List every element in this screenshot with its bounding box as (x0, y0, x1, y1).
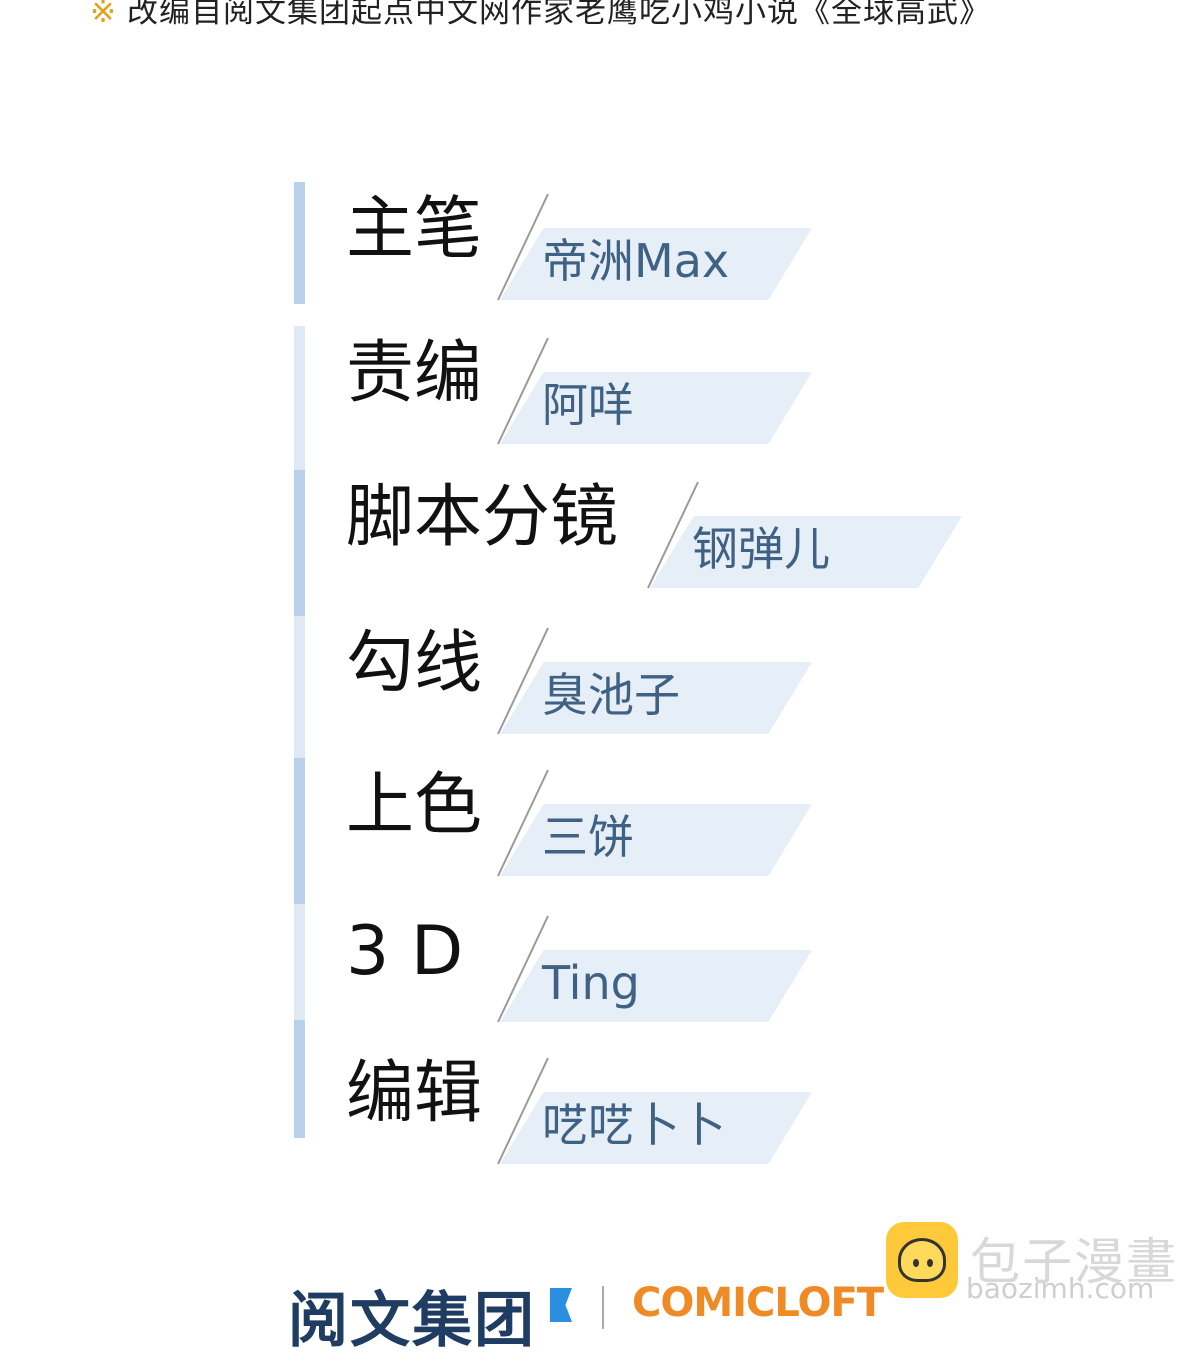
credit-bar-segment (294, 616, 305, 760)
credit-role: 上色 (346, 766, 483, 845)
credit-row: 上色三饼 (0, 758, 1200, 898)
credit-role: 勾线 (346, 624, 483, 703)
credit-row: 主笔帝洲Max (0, 182, 1200, 322)
slash-divider (497, 337, 549, 445)
credit-row: 勾线臭池子 (0, 616, 1200, 756)
adaptation-notice: ※ 改编自阅文集团起点中文网作家老鹰吃小鸡小说《全球高武》 (90, 0, 1150, 31)
name-tag-background (500, 950, 812, 1022)
credit-bar-segment (294, 758, 305, 904)
credit-name: Ting (542, 956, 640, 1010)
name-tag-background (500, 228, 812, 300)
name-tag-background (500, 804, 812, 876)
credit-role: 编辑 (346, 1054, 483, 1133)
slash-divider (647, 481, 699, 589)
credit-name: 帝洲Max (542, 234, 730, 288)
watermark-title: 包子漫畫 (970, 1233, 1178, 1291)
adaptation-notice-text: 改编自阅文集团起点中文网作家老鹰吃小鸡小说《全球高武》 (126, 0, 991, 30)
credit-name: 三饼 (542, 810, 634, 864)
credit-bar-segment (294, 1020, 305, 1138)
credit-row: 责编阿咩 (0, 326, 1200, 466)
credit-name: 钢弹儿 (692, 522, 830, 576)
credit-bar-segment (294, 904, 305, 1030)
name-tag-background (500, 372, 812, 444)
footer-logos: 阅文集团 COMICLOFT 包子漫畫 baozimh.com (0, 1200, 1200, 1356)
watermark-url: baozimh.com (966, 1272, 1155, 1305)
credit-role: 3 D (346, 912, 464, 991)
slash-divider (497, 627, 549, 735)
credit-role: 主笔 (346, 190, 483, 269)
credit-row: 编辑呓呓卜卜 (0, 1046, 1200, 1186)
comicloft-logo: COMICLOFT (632, 1280, 884, 1326)
credit-bar-segment (294, 470, 305, 616)
credit-role: 责编 (346, 334, 483, 413)
yuewen-flag-icon (550, 1288, 572, 1322)
credit-name: 阿咩 (542, 378, 634, 432)
reference-mark-icon: ※ (90, 0, 117, 30)
slash-divider (497, 769, 549, 877)
name-tag-background (500, 662, 812, 734)
yuewen-logo: 阅文集团 (288, 1286, 536, 1356)
credit-row: 3 D Ting (0, 904, 1200, 1044)
credit-role: 脚本分镜 (346, 478, 619, 557)
credit-bar-segment (294, 326, 305, 470)
credit-name: 臭池子 (542, 668, 680, 722)
credit-bar-segment (294, 182, 305, 304)
name-tag-background (650, 516, 962, 588)
credit-row: 脚本分镜钢弹儿 (0, 470, 1200, 610)
name-tag-background (500, 1092, 812, 1164)
baozi-mascot-icon (886, 1222, 958, 1298)
credit-name: 呓呓卜卜 (542, 1098, 726, 1152)
logo-divider (602, 1286, 604, 1329)
slash-divider (497, 1057, 549, 1165)
slash-divider (497, 915, 549, 1023)
slash-divider (497, 193, 549, 301)
